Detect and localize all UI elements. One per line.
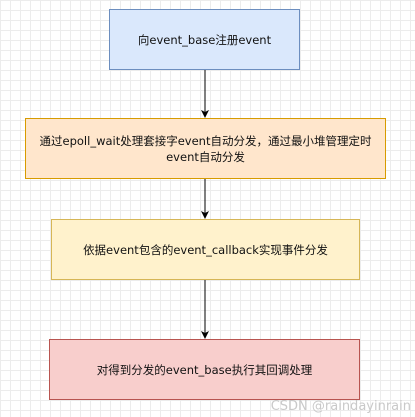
node-dispatch-label: 通过epoll_wait处理套接字event自动分发，通过最小堆管理定时even… bbox=[39, 133, 372, 164]
watermark: CSDN @raindayinrain bbox=[270, 399, 411, 414]
node-register-label: 向event_base注册event bbox=[137, 32, 272, 47]
node-callback: 依据event包含的event_callback实现事件分发 bbox=[51, 219, 360, 280]
node-callback-label: 依据event包含的event_callback实现事件分发 bbox=[83, 242, 328, 257]
node-dispatch: 通过epoll_wait处理套接字event自动分发，通过最小堆管理定时even… bbox=[25, 118, 386, 179]
node-handle-label: 对得到分发的event_base执行其回调处理 bbox=[96, 362, 313, 377]
node-handle: 对得到分发的event_base执行其回调处理 bbox=[49, 339, 360, 400]
node-register: 向event_base注册event bbox=[109, 9, 300, 70]
